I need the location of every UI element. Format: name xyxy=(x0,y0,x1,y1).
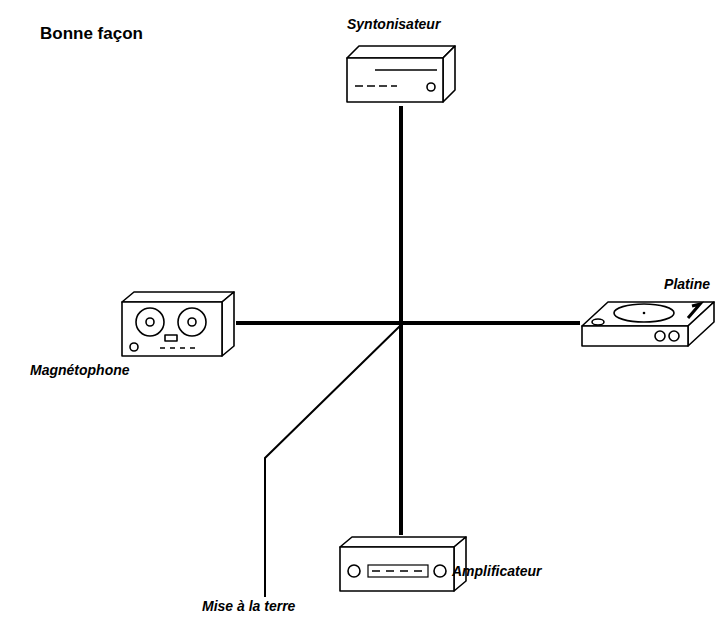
device-label: Platine xyxy=(664,276,710,292)
device-drawing xyxy=(345,44,457,106)
ground-bus xyxy=(236,321,580,325)
device-label: Magnétophone xyxy=(30,362,130,378)
device-illustration: Syntonisateur xyxy=(345,44,457,106)
device-illustration: Amplificateur xyxy=(338,535,468,591)
ground-label: Mise à la terre xyxy=(200,598,297,614)
diagram-title: Bonne façon xyxy=(40,24,143,44)
device-drawing xyxy=(120,290,236,356)
device-label: Amplificateur xyxy=(452,563,541,579)
device-illustration: Platine xyxy=(580,300,716,346)
ground-bus xyxy=(399,106,403,535)
device-illustration: Magnétophone xyxy=(120,290,236,356)
device-label: Syntonisateur xyxy=(347,16,440,32)
device-drawing xyxy=(338,535,468,591)
device-drawing xyxy=(580,300,716,346)
